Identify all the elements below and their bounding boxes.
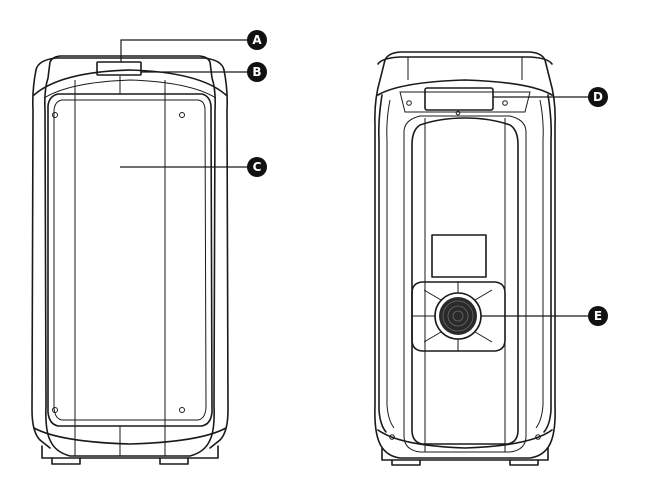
callout-c-badge <box>247 157 267 177</box>
callout-e-label: E <box>594 309 602 323</box>
back-view-speaker <box>374 51 556 466</box>
front-screw-tr <box>179 112 185 118</box>
back-handle <box>424 87 494 111</box>
callout-a-label: A <box>252 33 262 47</box>
back-base <box>381 447 549 461</box>
front-view-speaker <box>31 55 229 465</box>
front-top-cap <box>35 57 225 71</box>
back-outer-body <box>374 51 556 459</box>
front-upper-shoulder-inner <box>43 79 217 99</box>
back-lower-shoulder <box>377 429 553 449</box>
front-left-frame <box>31 69 51 449</box>
back-feet <box>391 459 539 466</box>
callout-line-a <box>120 39 248 62</box>
back-control-panel <box>411 281 506 352</box>
back-shoulder-plate <box>399 91 531 113</box>
back-screw-tc <box>455 110 461 116</box>
callout-d: D <box>588 87 608 107</box>
back-left-rail-inner <box>386 99 395 429</box>
front-base <box>41 445 219 459</box>
front-handle-slot <box>96 61 142 76</box>
callout-c-label: C <box>253 160 262 174</box>
callout-d-badge <box>588 87 608 107</box>
callout-e-badge <box>588 306 608 326</box>
front-feet <box>51 457 189 465</box>
front-screw-br <box>179 407 185 413</box>
callout-b-label: B <box>252 65 261 79</box>
back-screw-tr <box>502 100 508 106</box>
callout-b-badge <box>247 62 267 82</box>
back-top-cap <box>377 56 553 65</box>
callout-a-badge <box>247 30 267 50</box>
back-port-mesh-ring-2 <box>447 305 469 327</box>
back-control-radial-lines <box>412 282 505 351</box>
back-upper-shoulder <box>377 79 553 96</box>
callout-b: B <box>247 62 267 82</box>
back-port-mesh-ring <box>442 300 474 332</box>
back-port-mesh <box>439 297 477 335</box>
front-screw-tl <box>52 112 58 118</box>
front-outer-body <box>44 55 216 457</box>
back-right-rail-inner <box>535 99 544 429</box>
callout-lines <box>120 39 589 317</box>
callout-c: C <box>247 157 267 177</box>
back-screw-tl <box>406 100 412 106</box>
front-screw-bl <box>52 407 58 413</box>
back-inner-panel-rim <box>403 115 527 453</box>
front-grille-panel <box>47 93 213 427</box>
back-left-rail <box>378 94 387 433</box>
back-label-plate <box>431 234 487 278</box>
callout-d-label: D <box>593 90 603 104</box>
callout-e: E <box>588 306 608 326</box>
back-right-rail <box>543 94 552 433</box>
front-lower-shoulder <box>33 427 227 445</box>
front-grille-inner <box>53 99 207 421</box>
back-port-mesh-ring-3 <box>452 310 464 322</box>
callout-a: A <box>247 30 267 50</box>
back-inner-panel <box>411 117 519 445</box>
front-right-frame <box>209 69 229 449</box>
front-upper-shoulder <box>33 69 227 96</box>
